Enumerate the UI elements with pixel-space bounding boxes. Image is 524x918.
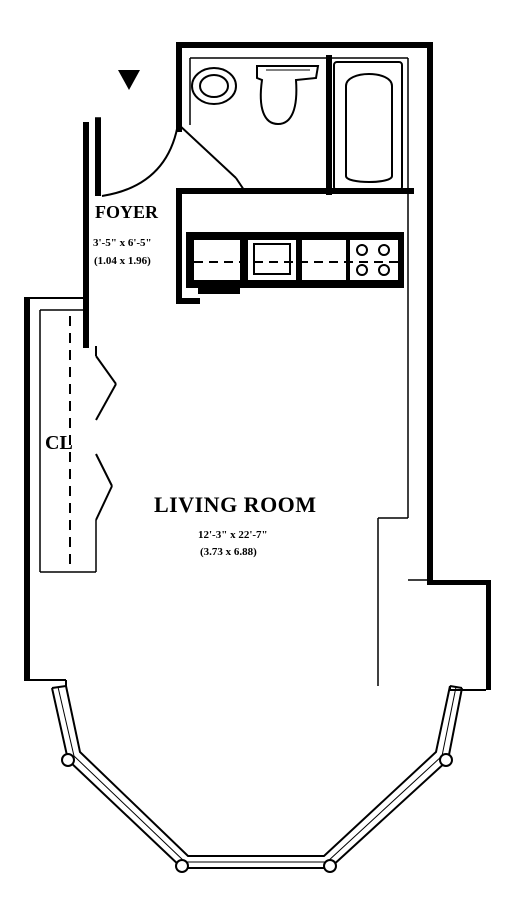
foyer-wall (83, 117, 101, 348)
outer-wall (176, 42, 491, 690)
closet (24, 297, 117, 681)
sink-icon (256, 65, 320, 126)
living-room-label: LIVING ROOM (154, 492, 317, 517)
foyer-label: FOYER (95, 202, 158, 222)
living-room-dimension-imperial: 12'-3" x 22'-7" (198, 529, 268, 541)
bathtub-icon (333, 61, 403, 191)
closet-label: CL (45, 432, 73, 454)
north-arrow-icon (118, 70, 140, 90)
bay-window (51, 680, 486, 873)
stove-icon (356, 244, 390, 276)
living-room-dimension-metric: (3.73 x 6.88) (200, 546, 257, 558)
foyer-dimension-imperial: 3'-5" x 6'-5" (93, 237, 152, 249)
kitchen-sink-icon (253, 243, 291, 275)
door-swing-icon (101, 123, 245, 197)
foyer-dimension-metric: (1.04 x 1.96) (94, 255, 151, 267)
toilet-icon (191, 67, 237, 105)
kitchen (176, 188, 404, 304)
bathroom (176, 55, 414, 195)
